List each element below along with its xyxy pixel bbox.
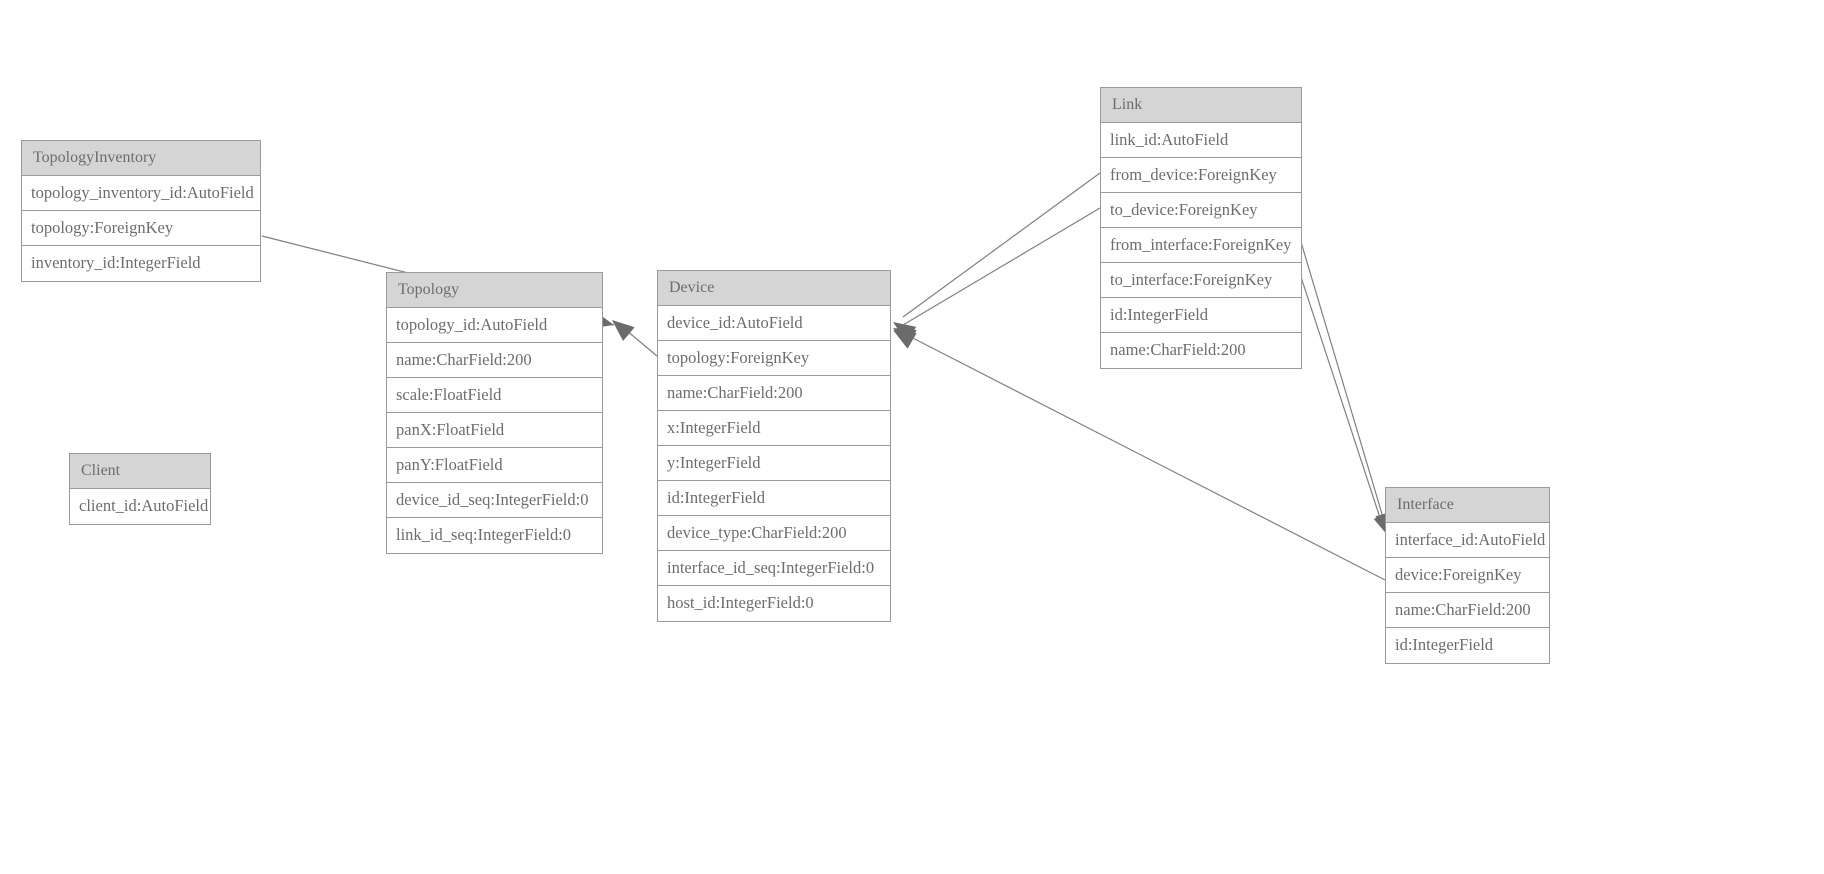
entity-title-topology_inventory: TopologyInventory	[22, 141, 260, 176]
entity-field[interactable]: interface_id_seq:IntegerField:0	[658, 551, 890, 586]
entity-field[interactable]: scale:FloatField	[387, 378, 602, 413]
entity-field[interactable]: interface_id:AutoField	[1386, 523, 1549, 558]
entity-field[interactable]: name:CharField:200	[1101, 333, 1301, 368]
entity-field[interactable]: id:IntegerField	[658, 481, 890, 516]
relation-arrowhead	[612, 320, 635, 342]
entity-field[interactable]: link_id_seq:IntegerField:0	[387, 518, 602, 553]
entity-field[interactable]: device_id_seq:IntegerField:0	[387, 483, 602, 518]
entity-field[interactable]: name:CharField:200	[658, 376, 890, 411]
entity-field[interactable]: topology_id:AutoField	[387, 308, 602, 343]
relation-line	[619, 324, 658, 357]
relation-line	[1300, 241, 1386, 525]
relation-line	[902, 207, 1101, 326]
entity-title-link: Link	[1101, 88, 1301, 123]
entity-title-device: Device	[658, 271, 890, 306]
relation-arrowhead	[893, 328, 917, 347]
entity-field[interactable]: topology_inventory_id:AutoField	[22, 176, 260, 211]
entity-field[interactable]: client_id:AutoField	[70, 489, 210, 524]
relation-rel-link-to-device	[893, 207, 1101, 349]
relation-rel-link-to-interface	[1300, 276, 1391, 537]
entity-field[interactable]: host_id:IntegerField:0	[658, 586, 890, 621]
entity-field[interactable]: device_type:CharField:200	[658, 516, 890, 551]
entity-field[interactable]: name:CharField:200	[387, 343, 602, 378]
entity-field[interactable]: link_id:AutoField	[1101, 123, 1301, 158]
entity-field[interactable]: topology:ForeignKey	[22, 211, 260, 246]
relation-rel-link-from-device	[893, 172, 1101, 342]
relation-rel-link-from-interface	[1300, 241, 1393, 535]
relation-line	[1300, 276, 1384, 528]
entity-title-topology: Topology	[387, 273, 602, 308]
entity-title-interface: Interface	[1386, 488, 1549, 523]
entity-field[interactable]: from_interface:ForeignKey	[1101, 228, 1301, 263]
entity-field[interactable]: device:ForeignKey	[1386, 558, 1549, 593]
entity-field[interactable]: x:IntegerField	[658, 411, 890, 446]
entity-field[interactable]: name:CharField:200	[1386, 593, 1549, 628]
relation-line	[902, 172, 1101, 318]
relation-rel-device-topology	[612, 320, 658, 357]
entity-title-client: Client	[70, 454, 210, 489]
entity-field[interactable]: to_device:ForeignKey	[1101, 193, 1301, 228]
relation-arrowhead	[893, 330, 917, 349]
entity-field[interactable]: panX:FloatField	[387, 413, 602, 448]
entity-field[interactable]: panY:FloatField	[387, 448, 602, 483]
entity-field[interactable]: device_id:AutoField	[658, 306, 890, 341]
entity-field[interactable]: inventory_id:IntegerField	[22, 246, 260, 281]
entity-field[interactable]: y:IntegerField	[658, 446, 890, 481]
entity-field[interactable]: id:IntegerField	[1101, 298, 1301, 333]
entity-field[interactable]: topology:ForeignKey	[658, 341, 890, 376]
relation-arrowhead	[893, 322, 917, 342]
entity-field[interactable]: id:IntegerField	[1386, 628, 1549, 663]
entity-field[interactable]: from_device:ForeignKey	[1101, 158, 1301, 193]
relation-line	[902, 332, 1386, 581]
entity-field[interactable]: to_interface:ForeignKey	[1101, 263, 1301, 298]
